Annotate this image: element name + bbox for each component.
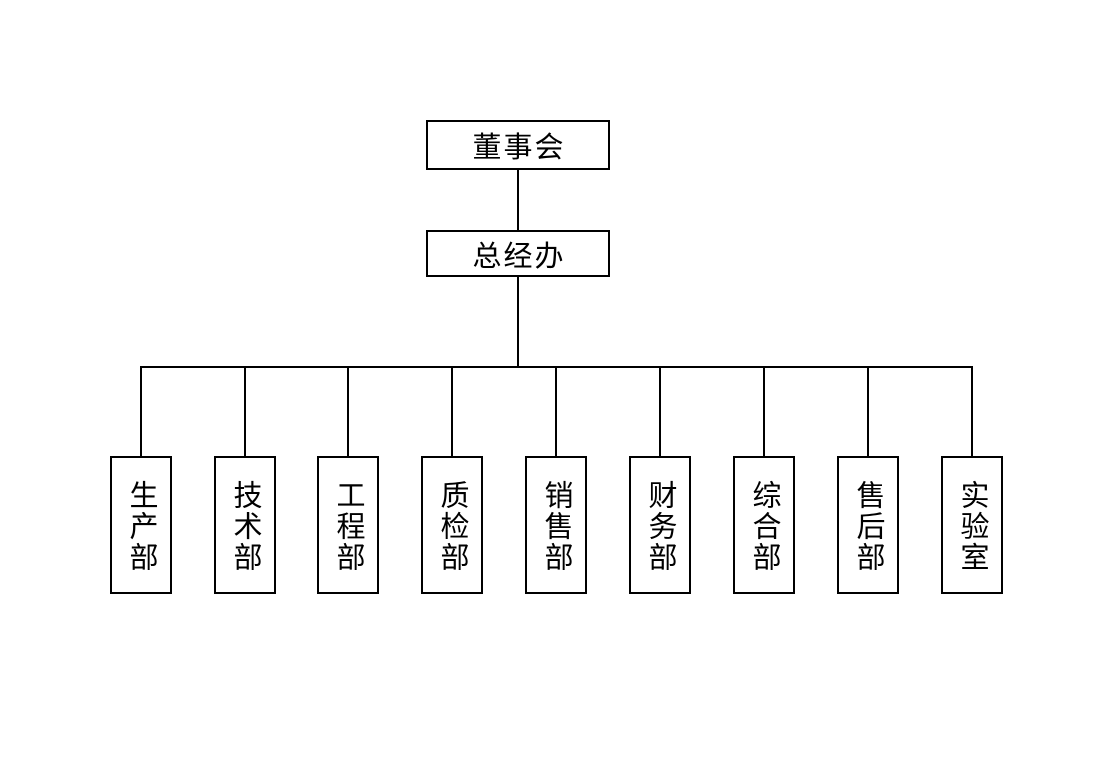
org-node-technology: 技术部 <box>214 456 276 594</box>
org-node-production: 生产部 <box>110 456 172 594</box>
connector-drop-6 <box>659 366 661 456</box>
connector-drop-8 <box>867 366 869 456</box>
org-node-office-label: 总经办 <box>472 240 566 273</box>
org-node-quality: 质检部 <box>421 456 483 594</box>
connector-drop-3 <box>347 366 349 456</box>
org-node-general-affairs: 综合部 <box>733 456 795 594</box>
org-node-after-sales-label: 售后部 <box>852 479 884 573</box>
org-node-sales-label: 销售部 <box>540 479 572 573</box>
org-node-after-sales: 售后部 <box>837 456 899 594</box>
connector-drop-1 <box>140 366 142 456</box>
connector-board-office <box>517 170 519 230</box>
org-node-general-affairs-label: 综合部 <box>748 479 780 573</box>
org-node-engineering: 工程部 <box>317 456 379 594</box>
org-node-technology-label: 技术部 <box>229 479 261 573</box>
org-node-production-label: 生产部 <box>125 479 157 573</box>
org-node-quality-label: 质检部 <box>436 479 468 573</box>
connector-drop-4 <box>451 366 453 456</box>
org-node-sales: 销售部 <box>525 456 587 594</box>
connector-drop-7 <box>763 366 765 456</box>
connector-drop-2 <box>244 366 246 456</box>
connector-drop-9 <box>971 366 973 456</box>
org-node-board-label: 董事会 <box>472 132 566 164</box>
org-node-finance-label: 财务部 <box>644 479 676 573</box>
connector-office-bus <box>517 277 519 368</box>
connector-drop-5 <box>555 366 557 456</box>
org-node-finance: 财务部 <box>629 456 691 594</box>
org-node-laboratory-label: 实验室 <box>956 479 988 573</box>
org-node-board: 董事会 <box>426 120 610 170</box>
org-node-laboratory: 实验室 <box>941 456 1003 594</box>
org-node-office: 总经办 <box>426 230 610 277</box>
org-node-engineering-label: 工程部 <box>332 479 364 573</box>
